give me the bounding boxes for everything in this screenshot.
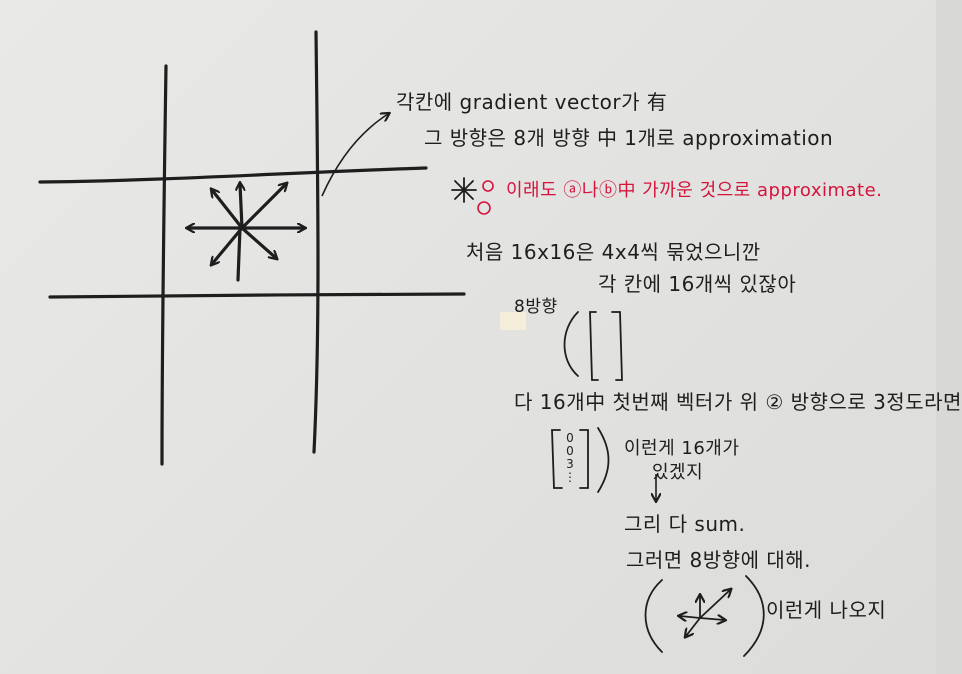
vector-entry: 0 <box>566 431 574 445</box>
note-line-10: 이런게 나오지 <box>766 598 887 622</box>
note-line-8: 그리 다 sum. <box>624 512 746 536</box>
note-line-1: 각칸에 gradient vector가 有 <box>396 90 668 114</box>
label-8-directions: 8방향 <box>514 297 558 317</box>
note-line-3-red: 이래도 ⓐ나ⓑ中 가까운 것으로 approximate. <box>506 180 883 201</box>
note-line-7a: 이런게 16개가 <box>624 438 740 459</box>
vector-entry: ⋮ <box>564 470 576 484</box>
red-circle-marks <box>477 180 494 215</box>
note-line-5: 각 칸에 16개씩 있잖아 <box>598 272 797 296</box>
vector-column: 0 0 3 ⋮ <box>563 432 577 484</box>
note-line-6: 다 16개中 첫번째 벡터가 위 ② 방향으로 3정도라면 <box>514 390 962 414</box>
result-arrows <box>680 590 730 636</box>
note-line-4: 처음 16x16은 4x4씩 묶었으니깐 <box>466 240 761 264</box>
result-histogram-sketch <box>644 575 765 657</box>
vector-bracket <box>551 427 610 493</box>
eight-direction-arrows <box>188 184 304 282</box>
red-star-icon <box>451 177 477 203</box>
note-line-7b: 있겠지 <box>652 462 704 483</box>
tape-mark <box>500 312 526 330</box>
note-line-2: 그 방향은 8개 방향 中 1개로 approximation <box>424 126 834 150</box>
bracket-8dir <box>563 311 623 381</box>
note-line-9: 그러면 8방향에 대해. <box>626 548 811 572</box>
vector-entry: 0 <box>566 444 574 458</box>
vector-entry: 3 <box>566 457 574 471</box>
grid-sketch <box>38 30 466 466</box>
drawing-layer <box>38 30 765 657</box>
pointer-arrow <box>321 114 388 197</box>
